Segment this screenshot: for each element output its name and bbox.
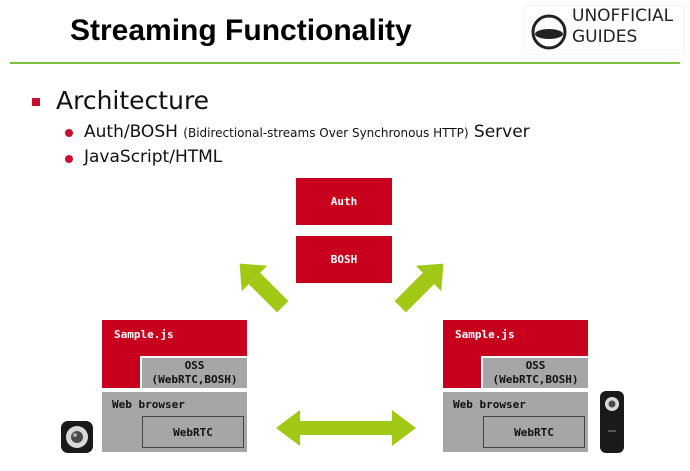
bullet-detail: (Bidirectional-streams Over Synchronous … [183,126,469,140]
arrow-right-up [394,263,444,313]
left-oss-box: OSS (WebRTC,BOSH) [140,356,247,390]
bosh-box: BOSH [296,236,392,283]
section-heading: Architecture [56,86,210,115]
dot-bullet-icon [65,155,73,163]
auth-box: Auth [296,178,392,225]
bullet-main: Auth/BOSH [84,122,178,142]
bullet-tail: Server [473,122,530,142]
left-oss-line1: OSS [184,359,205,372]
slide-title: Streaming Functionality [70,14,412,47]
title-divider [10,62,680,64]
left-web-browser-box: Web browser WebRTC [102,392,247,452]
square-bullet-icon [32,98,40,106]
right-oss-line2: (WebRTC,BOSH) [492,373,579,386]
right-oss-line1: OSS [525,359,546,372]
right-oss-box: OSS (WebRTC,BOSH) [481,356,588,390]
bullet-auth-bosh: Auth/BOSH (Bidirectional-streams Over Sy… [84,122,530,142]
left-browser-label: Web browser [112,398,185,411]
webcam-icon [600,391,624,453]
arrow-bidirectional [276,410,416,446]
left-oss-line2: (WebRTC,BOSH) [151,373,238,386]
logo-text: UNOFFICIAL GUIDES [572,6,673,48]
left-webrtc-box: WebRTC [142,416,244,448]
arrow-left-up [239,263,289,313]
camera-icon [61,421,93,453]
right-web-browser-box: Web browser WebRTC [443,392,588,452]
right-webrtc-box: WebRTC [483,416,585,448]
bullet-javascript-html: JavaScript/HTML [84,147,223,167]
logo-icon [525,5,685,55]
logo-line1: UNOFFICIAL [572,6,674,26]
logo-line2: GUIDES [572,27,638,47]
dot-bullet-icon [65,129,73,137]
right-browser-label: Web browser [453,398,526,411]
